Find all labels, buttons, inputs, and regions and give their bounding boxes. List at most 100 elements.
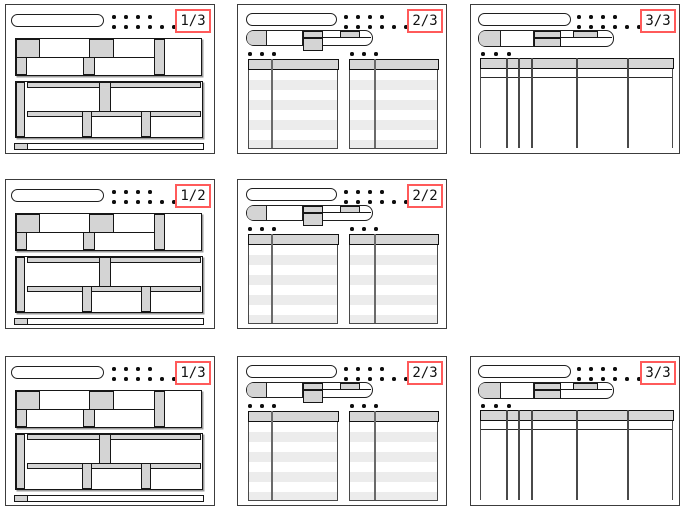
title-pill xyxy=(11,14,104,27)
dot-icon xyxy=(260,52,264,56)
footer-block xyxy=(15,319,28,324)
page-number-badge: 3/3 xyxy=(640,361,676,385)
column-divider xyxy=(576,58,578,148)
dot-icon xyxy=(380,25,384,29)
page-thumbnail[interactable]: 3/3 xyxy=(470,356,680,506)
page-thumbnail[interactable]: 1/3 xyxy=(5,4,215,154)
framed-content-panel xyxy=(15,81,203,138)
dot-icon xyxy=(601,377,605,381)
data-table xyxy=(479,410,674,500)
table-header xyxy=(348,411,439,422)
dot-icon xyxy=(392,25,396,29)
page-thumbnail[interactable]: 1/2 xyxy=(5,179,215,329)
layout-block xyxy=(99,82,111,112)
page-number-badge: 2/3 xyxy=(407,9,443,33)
layout-block xyxy=(16,57,27,75)
layout-block xyxy=(141,286,151,312)
toolbar-dropdown-block xyxy=(303,213,323,226)
layout-block xyxy=(99,257,111,287)
dot-icon xyxy=(380,377,384,381)
data-table xyxy=(247,59,339,149)
page-number-badge: 2/3 xyxy=(407,361,443,385)
dot-icon xyxy=(494,52,498,56)
dot-icon xyxy=(148,367,152,371)
dot-icon xyxy=(344,15,348,19)
footer-bar xyxy=(14,318,204,325)
layout-block xyxy=(16,39,40,58)
table-body xyxy=(249,422,337,500)
dot-icon xyxy=(380,367,384,371)
column-divider xyxy=(627,410,629,500)
dot-icon xyxy=(356,367,360,371)
dot-icon xyxy=(368,190,372,194)
dot-icon xyxy=(356,25,360,29)
dot-icon xyxy=(392,377,396,381)
toolbar-menu-block xyxy=(303,383,323,390)
sidebar-block xyxy=(16,434,25,489)
toolbar-menu-block xyxy=(534,383,561,390)
page-thumbnail[interactable]: 3/3 xyxy=(470,4,680,154)
toolbar-pill xyxy=(478,382,614,399)
layout-block xyxy=(154,391,165,427)
dot-icon xyxy=(124,15,128,19)
dot-icon xyxy=(613,367,617,371)
dot-icon xyxy=(368,25,372,29)
dot-icon xyxy=(124,190,128,194)
data-table xyxy=(247,234,339,324)
column-divider xyxy=(271,234,273,323)
dot-icon xyxy=(112,15,116,19)
dot-icon xyxy=(136,377,140,381)
framed-content-panel xyxy=(15,433,203,490)
column-divider xyxy=(374,59,376,148)
toolbar-dropdown-block xyxy=(303,390,323,403)
dot-icon xyxy=(613,15,617,19)
dot-icon xyxy=(589,15,593,19)
dot-icon xyxy=(112,377,116,381)
column-divider xyxy=(518,410,520,500)
layout-block xyxy=(82,111,92,137)
layout-block xyxy=(16,232,27,250)
column-divider xyxy=(518,58,520,148)
dot-icon xyxy=(124,377,128,381)
page-thumbnail[interactable]: 2/3 xyxy=(237,356,447,506)
toolbar-button-block xyxy=(340,383,360,390)
content-blocks-panel xyxy=(15,390,202,428)
page-number-badge: 2/2 xyxy=(407,184,443,208)
dot-icon xyxy=(136,190,140,194)
data-table xyxy=(247,411,339,501)
data-table xyxy=(348,411,439,501)
dot-icon xyxy=(577,367,581,371)
dot-icon xyxy=(124,200,128,204)
dot-icon xyxy=(481,404,485,408)
toolbar-button-block xyxy=(340,206,360,213)
dot-icon xyxy=(507,404,511,408)
dot-icon xyxy=(272,404,276,408)
toolbar-field-block xyxy=(501,31,534,46)
footer-bar xyxy=(14,143,204,150)
toolbar-field-block xyxy=(267,383,303,397)
table-header xyxy=(247,411,339,422)
column-divider xyxy=(627,58,629,148)
dot-icon xyxy=(637,377,641,381)
dot-icon xyxy=(112,25,116,29)
dot-icon xyxy=(577,15,581,19)
toolbar-menu-block xyxy=(303,206,323,213)
page-thumbnail[interactable]: 1/3 xyxy=(5,356,215,506)
table-body xyxy=(350,422,437,500)
dot-icon xyxy=(601,15,605,19)
page-thumbnail[interactable]: 2/2 xyxy=(237,179,447,329)
dot-icon xyxy=(368,367,372,371)
title-pill xyxy=(246,13,337,26)
toolbar-pill xyxy=(246,30,373,51)
dot-icon xyxy=(148,377,152,381)
footer-bar xyxy=(14,495,204,502)
dot-icon xyxy=(374,227,378,231)
mid-strip-block xyxy=(27,286,201,292)
page-number-badge: 1/2 xyxy=(175,184,211,208)
dot-icon xyxy=(148,25,152,29)
page-thumbnail[interactable]: 2/3 xyxy=(237,4,447,154)
layout-block xyxy=(16,391,40,410)
dot-icon xyxy=(136,200,140,204)
title-pill xyxy=(246,365,337,378)
